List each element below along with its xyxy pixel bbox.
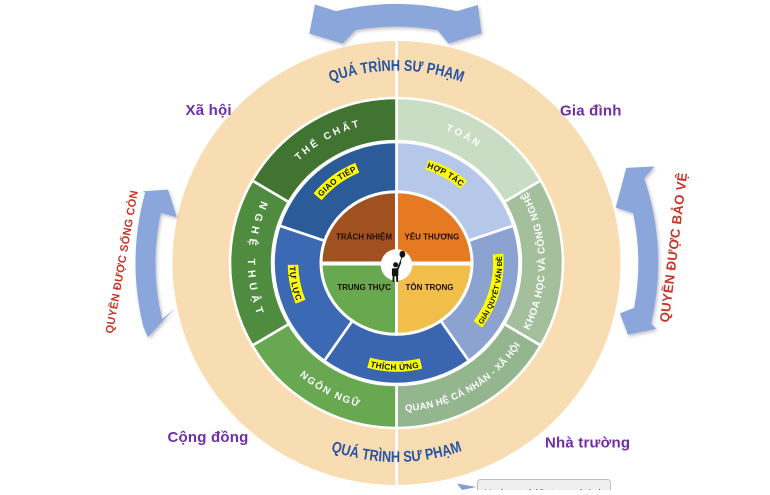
svg-text:YÊU THƯƠNG: YÊU THƯƠNG bbox=[405, 232, 460, 241]
svg-text:Gia đình: Gia đình bbox=[560, 103, 622, 120]
svg-text:Cộng đồng: Cộng đồng bbox=[168, 429, 249, 446]
svg-text:TRÁCH NHIỆM: TRÁCH NHIỆM bbox=[336, 232, 392, 241]
svg-text:TÔN TRỌNG: TÔN TRỌNG bbox=[406, 283, 454, 292]
svg-text:Nhà trường: Nhà trường bbox=[545, 435, 630, 452]
svg-text:TRUNG THỰC: TRUNG THỰC bbox=[337, 283, 391, 292]
svg-text:Xã hội: Xã hội bbox=[186, 102, 232, 119]
svg-text:THÍCH ỨNG: THÍCH ỨNG bbox=[370, 359, 420, 372]
